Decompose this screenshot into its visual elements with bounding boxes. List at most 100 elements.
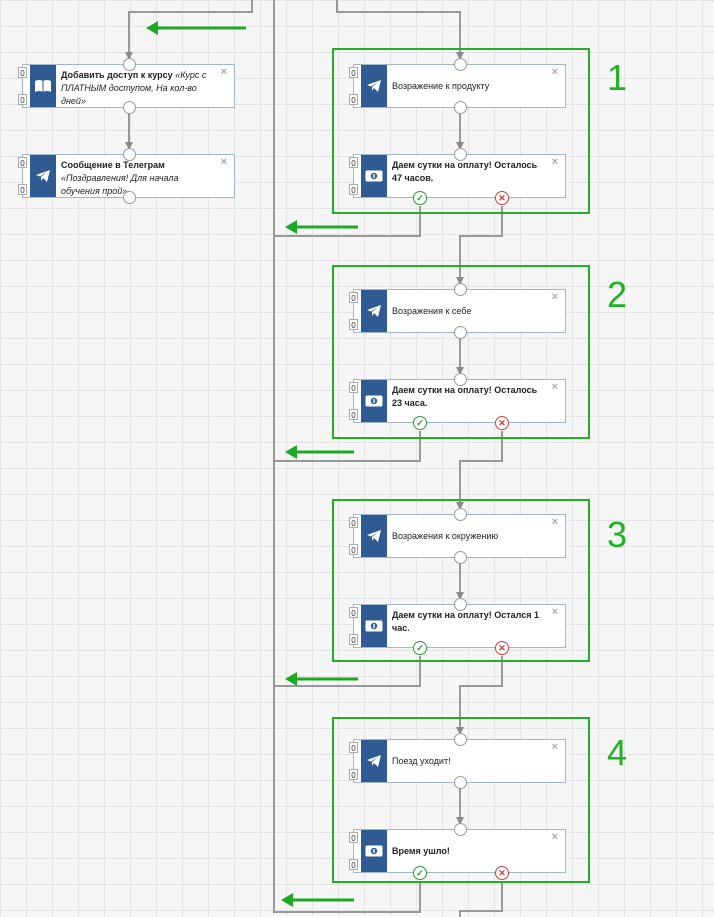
node-text: Сообщение в Телеграм «Поздравления! Для … <box>61 159 216 198</box>
close-icon[interactable]: × <box>551 291 558 303</box>
close-icon[interactable]: × <box>551 831 558 843</box>
telegram-message-node[interactable]: 0 0 Возражение к продукту × <box>349 58 566 114</box>
input-port[interactable] <box>454 283 467 296</box>
add-course-access-node[interactable]: 0 0 Добавить доступ к курсу «Курс с ПЛАТ… <box>18 58 235 114</box>
no-output-port[interactable]: ✕ <box>495 866 509 880</box>
no-output-port[interactable]: ✕ <box>495 416 509 430</box>
input-count: 0 <box>349 382 358 393</box>
output-count: 0 <box>349 94 358 105</box>
green-arrow-1 <box>285 220 358 234</box>
yes-output-port[interactable]: ✓ <box>413 191 427 205</box>
close-icon[interactable]: × <box>551 606 558 618</box>
input-port[interactable] <box>454 823 467 836</box>
green-arrow-top <box>146 21 246 35</box>
close-icon[interactable]: × <box>551 381 558 393</box>
close-icon[interactable]: × <box>220 156 227 168</box>
group-number-4: 4 <box>607 732 628 773</box>
input-port[interactable] <box>454 598 467 611</box>
input-port[interactable] <box>123 148 136 161</box>
output-port[interactable] <box>454 776 467 789</box>
payment-check-node[interactable]: 0 0 Время ушло! × ✓ ✕ <box>349 823 566 880</box>
node-title: Время ушло! <box>392 846 450 856</box>
input-port[interactable] <box>454 733 467 746</box>
node-title: Даем сутки на оплату! Осталось 47 часов. <box>392 160 538 183</box>
input-count: 0 <box>349 742 358 753</box>
input-count: 0 <box>349 157 358 168</box>
close-icon[interactable]: × <box>551 516 558 528</box>
telegram-icon <box>361 65 387 107</box>
output-count: 0 <box>18 94 27 105</box>
group-frame-2 <box>332 265 590 439</box>
group-frame-4 <box>332 717 590 883</box>
input-count: 0 <box>349 832 358 843</box>
output-port[interactable] <box>123 191 136 204</box>
close-icon[interactable]: × <box>551 741 558 753</box>
telegram-icon <box>30 155 56 197</box>
yes-output-port[interactable]: ✓ <box>413 416 427 430</box>
output-count: 0 <box>349 409 358 420</box>
output-port[interactable] <box>454 326 467 339</box>
node-title: Добавить доступ к курсу <box>61 70 173 80</box>
node-title: Возражения к окружению <box>392 531 499 541</box>
node-title: Поезд уходит! <box>392 756 451 766</box>
output-port[interactable] <box>454 551 467 564</box>
output-count: 0 <box>349 634 358 645</box>
yes-output-port[interactable]: ✓ <box>413 641 427 655</box>
payment-check-node[interactable]: 0 0 Даем сутки на оплату! Осталось 23 ча… <box>349 373 566 430</box>
output-count: 0 <box>18 184 27 195</box>
node-title: Даем сутки на оплату! Остался 1 час. <box>392 610 540 633</box>
input-port[interactable] <box>454 148 467 161</box>
telegram-icon <box>361 515 387 557</box>
telegram-message-node[interactable]: 0 0 Поезд уходит! × <box>349 733 566 789</box>
money-icon <box>361 830 387 872</box>
group-number-3: 3 <box>607 514 628 555</box>
node-detail: «Курс с ПЛАТНЫМ доступом, На кол-во дней… <box>61 70 207 106</box>
close-icon[interactable]: × <box>220 66 227 78</box>
input-port[interactable] <box>454 373 467 386</box>
money-icon <box>361 380 387 422</box>
book-icon <box>30 65 56 107</box>
input-count: 0 <box>349 607 358 618</box>
group-frame-3 <box>332 499 590 662</box>
input-count: 0 <box>18 157 27 168</box>
telegram-message-node[interactable]: 0 0 Возражения к окружению × <box>349 508 566 564</box>
money-icon <box>361 155 387 197</box>
close-icon[interactable]: × <box>551 156 558 168</box>
payment-check-node[interactable]: 0 0 Даем сутки на оплату! Остался 1 час.… <box>349 598 566 655</box>
input-count: 0 <box>349 292 358 303</box>
input-port[interactable] <box>454 58 467 71</box>
money-icon <box>361 605 387 647</box>
output-port[interactable] <box>123 101 136 114</box>
output-count: 0 <box>349 544 358 555</box>
node-title: Возражение к продукту <box>392 81 490 91</box>
input-count: 0 <box>18 67 27 78</box>
node-detail: «Поздравления! Для начала обучения прой» <box>61 173 179 196</box>
top-connector <box>125 0 253 60</box>
telegram-message-node[interactable]: 0 0 Возражения к себе × <box>349 283 566 339</box>
node-title: Возражения к себе <box>392 306 472 316</box>
telegram-icon <box>361 740 387 782</box>
input-count: 0 <box>349 67 358 78</box>
no-output-port[interactable]: ✕ <box>495 191 509 205</box>
node-text: Добавить доступ к курсу «Курс с ПЛАТНЫМ … <box>61 69 216 108</box>
close-icon[interactable]: × <box>551 66 558 78</box>
green-arrow-3 <box>285 672 358 686</box>
payment-check-node[interactable]: 0 0 Даем сутки на оплату! Осталось 47 ча… <box>349 148 566 205</box>
input-port[interactable] <box>123 58 136 71</box>
input-port[interactable] <box>454 508 467 521</box>
green-arrow-4 <box>281 893 354 907</box>
output-count: 0 <box>349 769 358 780</box>
node-title: Сообщение в Телеграм <box>61 160 165 170</box>
output-count: 0 <box>349 184 358 195</box>
telegram-congrats-node[interactable]: 0 0 Сообщение в Телеграм «Поздравления! … <box>18 148 235 204</box>
group-number-1: 1 <box>607 57 628 98</box>
telegram-icon <box>361 290 387 332</box>
group-frame-1 <box>332 48 590 214</box>
input-count: 0 <box>349 517 358 528</box>
output-count: 0 <box>349 859 358 870</box>
output-port[interactable] <box>454 101 467 114</box>
output-count: 0 <box>349 319 358 330</box>
no-output-port[interactable]: ✕ <box>495 641 509 655</box>
green-arrow-2 <box>285 445 354 459</box>
yes-output-port[interactable]: ✓ <box>413 866 427 880</box>
